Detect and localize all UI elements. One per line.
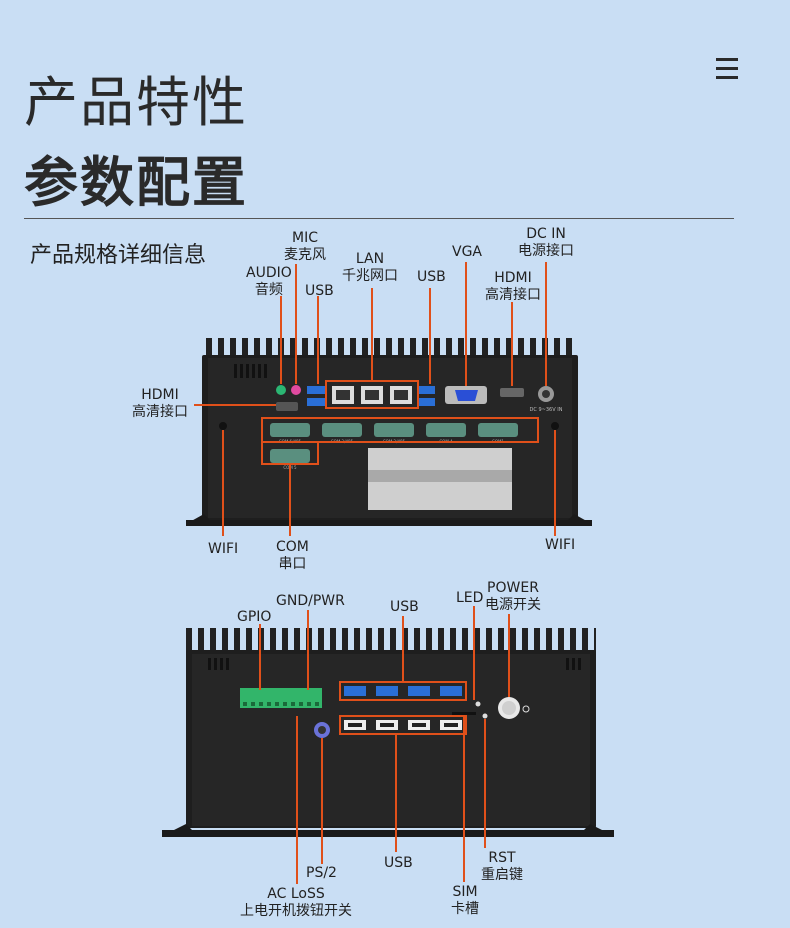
label-ps2: PS/2 [306, 865, 337, 881]
com-ports [270, 423, 518, 463]
sim-slot [452, 712, 476, 715]
label-vga: VGA [452, 244, 483, 260]
gpio-pins [243, 702, 319, 706]
label-gpio: GPIO [237, 609, 272, 625]
callout-lines [194, 262, 556, 536]
audio-jack [276, 385, 286, 395]
section-title: 产品规格详细信息 [30, 243, 207, 268]
hdmi-port-left [276, 402, 298, 411]
label-usb-bottom: USB [384, 855, 413, 871]
divider [24, 218, 734, 219]
label-usb-left: USB [305, 283, 334, 299]
usb-port [419, 386, 435, 394]
label-wifi-left: WIFI [208, 541, 239, 557]
led-indicator [475, 701, 481, 707]
hdmi-port-right [500, 388, 524, 397]
usb-port [307, 386, 325, 394]
reset-button [482, 713, 488, 719]
label-usb-right: USB [417, 269, 446, 285]
hamburger-menu-icon[interactable] [716, 58, 738, 80]
label-usb-top: USB [390, 599, 419, 615]
usb-ports-bottom [344, 720, 462, 730]
wifi-antenna-left [219, 422, 227, 430]
callout-lines [259, 606, 510, 884]
lan-ports [332, 386, 412, 404]
label-gnd-pwr: GND/PWR [276, 593, 345, 609]
wifi-antenna-right [551, 422, 559, 430]
mic-jack [291, 385, 301, 395]
label-wifi-right: WIFI [545, 537, 576, 553]
page-title: 产品特性 [24, 71, 248, 134]
usb-port [419, 398, 435, 406]
page-subtitle: 参数配置 [24, 151, 248, 214]
label-led: LED [456, 590, 484, 606]
usb-ports-top [344, 686, 462, 696]
usb-port [307, 398, 325, 406]
dc-silk: DC 9~36V IN [530, 407, 563, 413]
